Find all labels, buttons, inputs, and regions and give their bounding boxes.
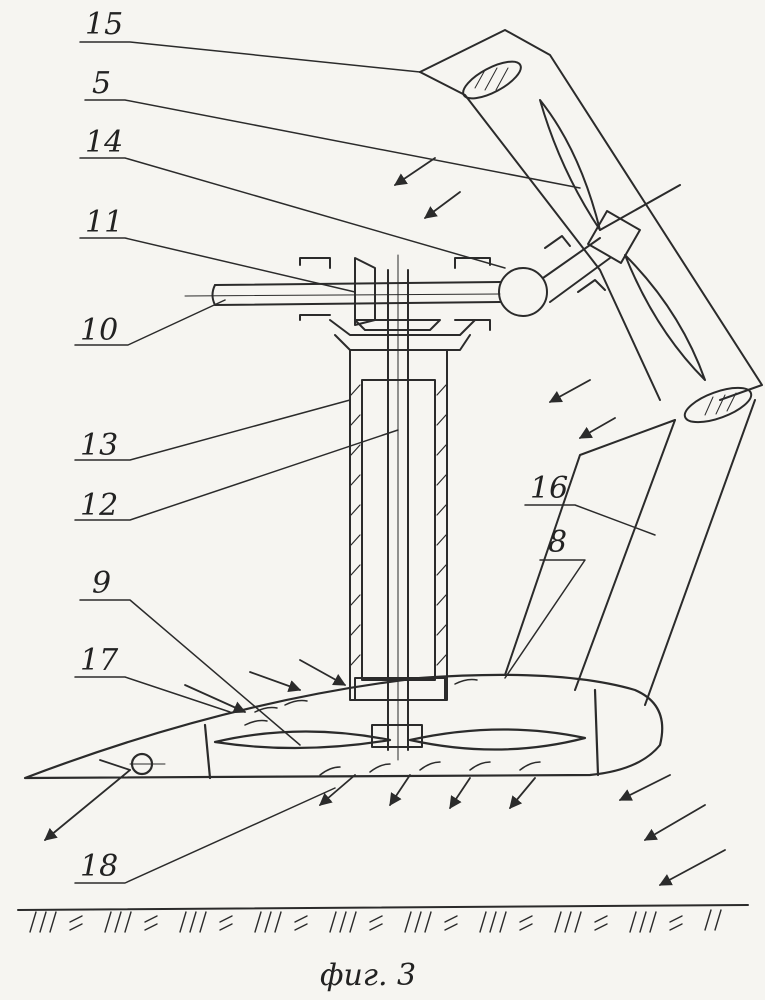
- ground-hatching: [30, 910, 721, 932]
- ground: [18, 905, 748, 910]
- label-18: 18: [80, 849, 118, 884]
- lower-duct: [505, 400, 755, 705]
- horizontal-shaft: [185, 282, 500, 305]
- label-10: 10: [80, 313, 118, 348]
- label-12: 12: [80, 488, 118, 523]
- wing-surface-marks: [245, 680, 540, 776]
- leader-lines: [75, 42, 655, 883]
- label-14: 14: [85, 125, 123, 160]
- upper-duct: [420, 30, 762, 429]
- label-17: 17: [80, 643, 119, 678]
- figure-caption: фиг. 3: [320, 958, 416, 993]
- label-11: 11: [85, 205, 123, 240]
- label-5: 5: [92, 66, 111, 101]
- label-13: 13: [80, 428, 118, 463]
- label-9: 9: [92, 566, 111, 601]
- airfoil-wing: [25, 675, 662, 778]
- label-8: 8: [548, 525, 567, 560]
- label-15: 15: [85, 7, 123, 42]
- duct-inlet-hatching: [475, 68, 736, 415]
- label-16: 16: [530, 471, 568, 506]
